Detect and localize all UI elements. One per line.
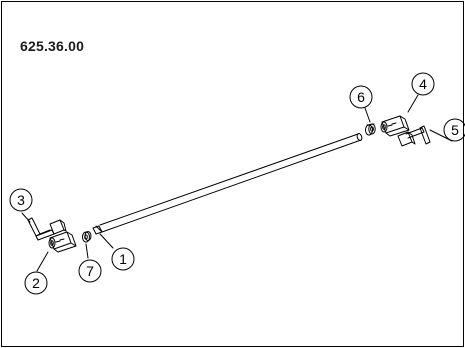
coupling-part-left xyxy=(48,231,77,253)
callout-label-7: 7 xyxy=(86,263,94,279)
crank-handle-part-left xyxy=(27,217,67,241)
callout-label-2: 2 xyxy=(32,275,40,291)
callout-label-4: 4 xyxy=(419,76,427,92)
collar-part-left xyxy=(82,231,92,243)
callout-circle-5 xyxy=(443,118,465,142)
callout-circle-3 xyxy=(9,188,33,212)
callout-label-6: 6 xyxy=(357,89,365,105)
callout-label-1: 1 xyxy=(119,251,127,267)
callout-circle-2 xyxy=(24,271,48,295)
callout-circle-6 xyxy=(349,85,373,109)
shaft-part xyxy=(92,133,363,235)
coupling-part-right xyxy=(380,115,410,137)
callout-label-5: 5 xyxy=(451,122,459,138)
callout-circle-7 xyxy=(78,259,102,283)
leader-lines xyxy=(21,94,453,272)
callout-circle-4 xyxy=(411,72,435,96)
callout-label-3: 3 xyxy=(17,192,25,208)
collar-part-right xyxy=(365,123,376,136)
callout-circle-1 xyxy=(111,247,135,271)
crank-handle-part-right xyxy=(397,125,431,147)
part-number-label: 625.36.00 xyxy=(20,38,85,54)
